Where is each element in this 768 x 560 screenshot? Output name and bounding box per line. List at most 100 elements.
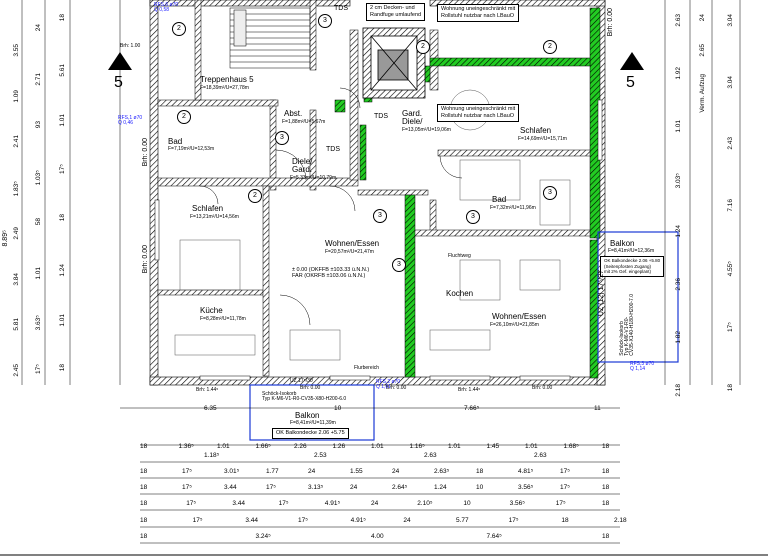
- dimension-value: 17⁵: [560, 484, 570, 491]
- room-area-treppenhaus: F=18,39m²/U=27,78m: [200, 85, 249, 91]
- room-name-schlafen-left: Schlafen: [192, 204, 224, 213]
- door-type-marker: 3: [373, 209, 387, 223]
- room-area-diele-left: F=5,33m²/U=10,79m: [290, 175, 337, 181]
- dimension-value: 2.18: [614, 517, 627, 524]
- dimension-value: 18: [602, 533, 610, 540]
- tds-label-3: TDS: [326, 146, 340, 153]
- dimension-value: 24: [403, 517, 411, 524]
- dimension-value: 1.16⁵: [409, 443, 425, 450]
- dimension-value: 2.26: [294, 443, 307, 450]
- dimension-value: 2.10⁵: [417, 500, 433, 507]
- dimension-value: 2.41: [13, 135, 20, 149]
- dimension-value: 1.01: [525, 443, 538, 450]
- rfs-left: RFS,1 ø70 Q 0,46: [118, 115, 143, 126]
- room-area-gard-diele: F=13,05m²/U=19,06m: [402, 127, 451, 133]
- dimension-value: 1.01: [448, 443, 461, 450]
- room-area-schlafen-right: F=14,69m²/U=15,71m: [518, 136, 567, 142]
- dimension-value: 24: [699, 14, 706, 22]
- dimension-value: 18: [140, 484, 148, 491]
- dimension-value: 3.55: [13, 44, 20, 57]
- brh-bottom-3: Brh: 0.00: [386, 385, 407, 391]
- dimension-value: 17⁵: [298, 517, 308, 524]
- dimension-value: 18: [140, 468, 148, 475]
- schoeck-note-right: Schöck-Isokorb Typ K-M6-V1-R0- CV35-X140…: [619, 294, 635, 356]
- room-name-kueche: Küche: [200, 306, 223, 315]
- dimension-value: 3.56⁵: [518, 484, 534, 491]
- joint-note: 2 cm Decken- und Randfuge umlaufend: [366, 3, 426, 21]
- dimension-value: 1.83⁵: [13, 181, 20, 197]
- dimension-value: 1.92: [675, 66, 682, 80]
- dimension-value: 3.01⁵: [224, 468, 240, 475]
- tds-label-1: TDS: [334, 5, 348, 12]
- dimension-value: 1.77: [266, 468, 279, 475]
- dimension-value: 2.53: [314, 452, 327, 459]
- dimension-value: 18: [602, 443, 610, 450]
- room-area-schlafen-left: F=13,21m²/U=14,56m: [190, 214, 239, 220]
- dimension-value: 7.64⁵: [486, 533, 502, 540]
- stairs: [229, 7, 311, 69]
- dimension-value: 17⁵: [560, 468, 570, 475]
- balcony-level-note-right: OK Balkondecke 2.06 +5.80 (Seitenpfosten…: [600, 256, 665, 277]
- room-name-abst: Abst.: [284, 109, 303, 118]
- dimension-value: 1.55: [350, 468, 363, 475]
- section-label-left: 5: [114, 74, 123, 91]
- brh-left-0b: Brh: 0.00: [142, 245, 149, 274]
- dimension-value: Verm. Aufzug: [699, 74, 706, 113]
- dimension-value: 3.84: [13, 272, 20, 286]
- dimension-value: 2.63: [534, 452, 547, 459]
- windows: [154, 99, 603, 381]
- room-name-schlafen-right: Schlafen: [520, 126, 552, 135]
- dimension-value: 10: [463, 500, 471, 507]
- furniture: [174, 89, 571, 361]
- schoeck-note-bottom: Schöck-Isokorb Typ K-M6-V1-R0-CV35-X80-H…: [262, 391, 347, 402]
- dimension-value: 18: [727, 384, 734, 392]
- dimension-value: 2.64⁵: [392, 484, 408, 491]
- room-area-bad-left: F=7,19m²/U=12,53m: [168, 146, 215, 152]
- dimension-value: 18: [561, 517, 569, 524]
- door-type-marker: 2: [248, 189, 262, 203]
- room-name-wohnen-left: Wohnen/Essen: [325, 239, 380, 248]
- dimension-value: 18: [602, 484, 610, 491]
- dimension-value: 17⁵: [727, 322, 734, 333]
- room-name-wohnen-right: Wohnen/Essen: [492, 312, 547, 321]
- dimension-value: 3.04: [727, 75, 734, 89]
- dimension-value: 1.01: [35, 266, 42, 280]
- section-label-right: 5: [626, 74, 635, 91]
- dimension-value: 6.35: [204, 405, 217, 412]
- dimension-value: 18: [59, 14, 66, 22]
- dimension-value: 17⁵: [186, 500, 197, 507]
- height-note-left: ± 0.00 (OKFFB ±103.33 ü.N.N.) FAR (OKRFB…: [292, 267, 370, 279]
- dimension-value: 5.81: [13, 318, 20, 331]
- dimension-value: 11: [594, 405, 601, 412]
- dimension-total-left: 8.89⁵: [2, 230, 9, 247]
- dimension-value: 17⁵: [266, 484, 276, 491]
- dimension-value: 1.36⁵: [178, 443, 194, 450]
- door-swings: [199, 87, 463, 326]
- dimension-value: 4.00: [371, 533, 384, 540]
- room-name-bad-left: Bad: [168, 137, 183, 146]
- dimension-value: 2.63: [675, 14, 682, 27]
- dimension-value: 24: [350, 484, 358, 491]
- dimension-value: 3.44: [224, 484, 237, 491]
- dimension-value: 1.26: [332, 443, 346, 450]
- outer-walls: [149, 0, 606, 386]
- dimension-value: 2.49: [13, 226, 20, 240]
- rfs-bottom: RFS,2 ø70 Q 1,61: [376, 379, 401, 390]
- dimension-value: 7.16: [727, 199, 734, 212]
- dimension-value: 4.55⁵: [727, 260, 734, 277]
- dimension-value: 17⁵: [508, 517, 519, 524]
- brh-bottom-5: Brh: 0.00: [532, 385, 553, 391]
- dimension-value: 2.36: [675, 278, 682, 291]
- dimension-value: 17⁵: [278, 500, 289, 507]
- dimension-value: 24: [392, 468, 400, 475]
- dimension-value: 3.03⁵: [675, 172, 682, 188]
- rfs-right: RFS,3 ø70 Q 1,14: [630, 361, 655, 372]
- dimension-value: 4.81⁵: [518, 468, 534, 475]
- dimension-value: 17⁵: [59, 164, 66, 174]
- dimension-value: 2.71: [35, 72, 42, 86]
- room-area-kueche: F=8,28m²/U=11,78m: [200, 316, 246, 322]
- brh-left-0: Brh: 0.00: [142, 138, 149, 167]
- dimension-value: 18: [140, 533, 148, 540]
- dimension-value: 24: [35, 24, 42, 32]
